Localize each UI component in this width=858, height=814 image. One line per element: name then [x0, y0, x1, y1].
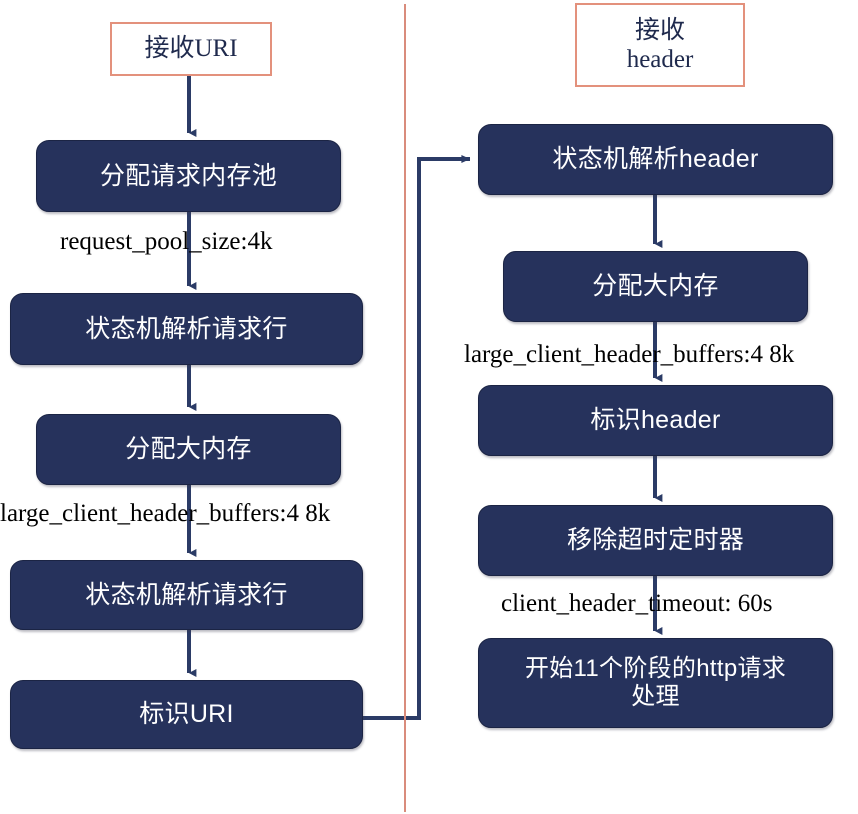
node-alloc-request-pool-label: 分配请求内存池	[99, 161, 278, 190]
node-parse-request-line-1-label: 状态机解析请求行	[85, 314, 288, 343]
node-flag-uri[interactable]: 标识URI	[10, 680, 363, 749]
node-remove-timeout-timer[interactable]: 移除超时定时器	[478, 505, 833, 576]
node-start-http-phases[interactable]: 开始11个阶段的http请求 处理	[478, 638, 833, 728]
node-parse-request-line-2-label: 状态机解析请求行	[85, 580, 288, 609]
node-alloc-large-memory-left-label: 分配大内存	[125, 435, 252, 463]
terminator-receive-uri-label: 接收URI	[144, 35, 238, 62]
terminator-receive-header-line1: 接收	[634, 16, 685, 44]
node-flag-header[interactable]: 标识header	[478, 385, 833, 456]
node-parse-header-label: 状态机解析header	[552, 145, 759, 173]
edge-uri-to-parse-header	[363, 155, 471, 720]
edge-label-large-client-header-buffers-left: large_client_header_buffers:4 8k	[0, 500, 331, 527]
terminator-receive-header-line2: header	[626, 46, 694, 73]
node-parse-request-line-2[interactable]: 状态机解析请求行	[10, 560, 363, 630]
edge-label-large-client-header-buffers-right: large_client_header_buffers:4 8k	[464, 341, 795, 368]
column-divider	[404, 4, 406, 812]
node-start-http-phases-label-line1: 开始11个阶段的http请求	[524, 655, 787, 683]
node-remove-timeout-timer-label: 移除超时定时器	[566, 526, 745, 554]
node-alloc-request-pool[interactable]: 分配请求内存池	[36, 140, 341, 212]
node-parse-header[interactable]: 状态机解析header	[478, 124, 833, 195]
node-flag-uri-label: 标识URI	[139, 700, 234, 728]
node-flag-header-label: 标识header	[590, 406, 721, 434]
node-parse-request-line-1[interactable]: 状态机解析请求行	[10, 293, 363, 365]
node-alloc-large-memory-right-label: 分配大内存	[592, 272, 719, 300]
edge-label-client-header-timeout: client_header_timeout: 60s	[501, 590, 773, 617]
node-alloc-large-memory-right[interactable]: 分配大内存	[503, 251, 808, 322]
node-alloc-large-memory-left[interactable]: 分配大内存	[36, 414, 341, 485]
edge-label-request-pool-size: request_pool_size:4k	[60, 228, 273, 255]
node-start-http-phases-label-line2: 处理	[631, 683, 680, 710]
terminator-receive-uri[interactable]: 接收URI	[110, 22, 272, 76]
terminator-receive-header[interactable]: 接收 header	[575, 3, 745, 87]
